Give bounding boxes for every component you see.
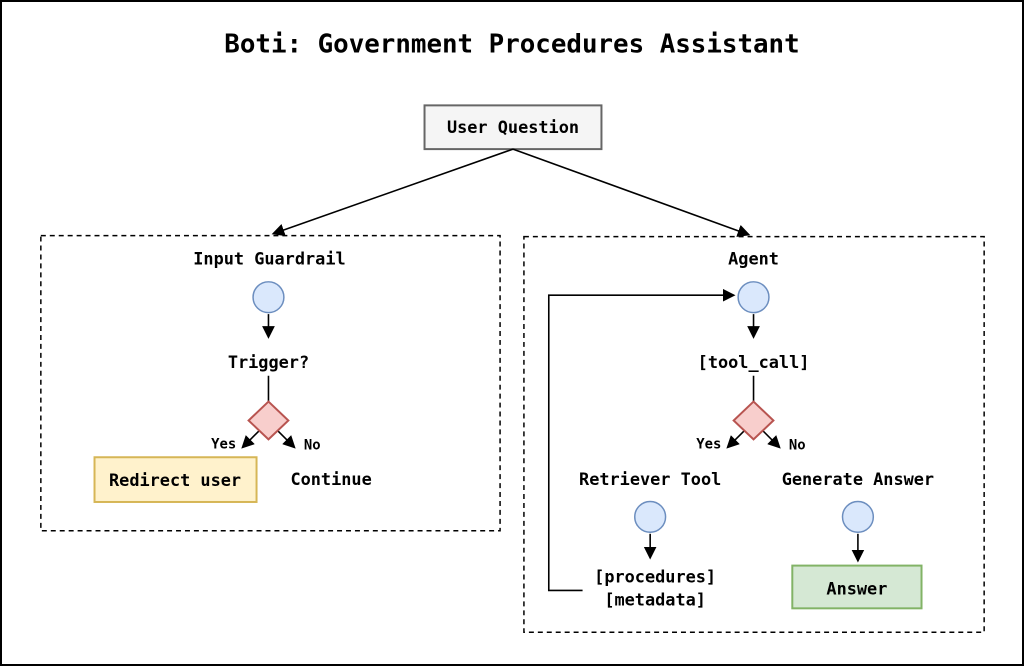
redirect-user-label: Redirect user [109,470,241,490]
procedures-label: [procedures] [594,566,716,586]
agent-container [523,235,985,633]
generate-answer-label: Generate Answer [782,469,934,489]
user-question-node [423,104,603,151]
guardrail-yes-label: Yes [211,436,236,452]
retriever-tool-label: Retriever Tool [579,469,721,489]
metadata-label: [metadata] [604,589,706,609]
guardrail-decision-diamond [247,400,290,441]
retriever-state-circle [634,500,667,534]
edge-loop-to-agent [547,288,736,592]
edge-question-to-agent [512,148,751,237]
edge-guardrail-no [275,428,296,449]
edge-question-to-guardrail [271,148,514,237]
guardrail-title: Input Guardrail [193,248,345,268]
edge-agent-yes [726,428,747,449]
agent-decision-diamond [732,400,775,441]
answer-node [791,564,923,610]
redirect-user-node [93,456,258,503]
edge-guardrail-yes [241,428,262,449]
tool-call-label: [tool_call] [698,352,810,372]
answer-label: Answer [826,578,887,598]
user-question-label: User Question [447,117,579,137]
agent-yes-label: Yes [696,436,721,452]
guardrail-no-label: No [304,437,321,453]
agent-state-circle [737,281,770,314]
agent-title: Agent [728,248,779,268]
edge-agent-no [760,428,781,449]
agent-no-label: No [789,437,806,453]
trigger-label: Trigger? [228,352,309,372]
diagram-title: Boti: Government Procedures Assistant [224,30,799,60]
generate-state-circle [841,500,875,534]
continue-label: Continue [290,469,371,489]
guardrail-state-circle [252,281,285,314]
guardrail-container [40,234,501,532]
